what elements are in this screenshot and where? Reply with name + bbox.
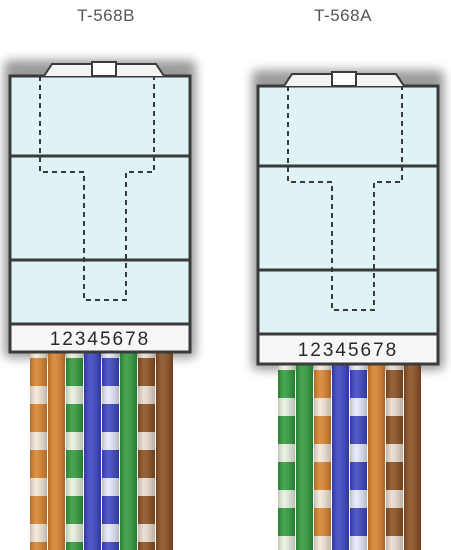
wire-pin-3 bbox=[314, 364, 331, 550]
wire-pin-5 bbox=[350, 364, 367, 550]
connector-body bbox=[258, 86, 438, 334]
wire-pin-8-shading bbox=[404, 364, 421, 550]
wire-pin-3-shading bbox=[314, 364, 331, 550]
wire-pin-1 bbox=[278, 364, 295, 550]
wire-pin-5-shading bbox=[102, 352, 119, 550]
wire-pin-1-shading bbox=[30, 352, 47, 550]
connector-t-568a: 12345678 bbox=[252, 70, 444, 550]
wire-pin-6 bbox=[368, 364, 385, 550]
connector-t-568b: 12345678 bbox=[4, 60, 196, 550]
wire-pin-6-shading bbox=[368, 364, 385, 550]
wire-pin-2-shading bbox=[296, 364, 313, 550]
wire-pin-3-shading bbox=[66, 352, 83, 550]
wire-pin-7-shading bbox=[138, 352, 155, 550]
wire-pin-3 bbox=[66, 352, 83, 550]
latch-clip bbox=[332, 72, 356, 86]
wire-pin-4 bbox=[84, 352, 101, 550]
pin-numbers: 12345678 bbox=[50, 329, 151, 350]
wire-pin-2 bbox=[296, 364, 313, 550]
pin-numbers: 12345678 bbox=[298, 340, 399, 361]
wire-pin-1 bbox=[30, 352, 47, 550]
wire-pin-4-shading bbox=[332, 364, 349, 550]
wire-pin-4 bbox=[332, 364, 349, 550]
wire-pin-7 bbox=[386, 364, 403, 550]
wire-pin-6-shading bbox=[120, 352, 137, 550]
wire-pin-7-shading bbox=[386, 364, 403, 550]
connector-body bbox=[10, 76, 190, 324]
latch-clip bbox=[92, 62, 116, 76]
wire-pin-2-shading bbox=[48, 352, 65, 550]
wire-pin-7 bbox=[138, 352, 155, 550]
wire-pin-5 bbox=[102, 352, 119, 550]
wire-pin-8 bbox=[404, 364, 421, 550]
wire-pin-2 bbox=[48, 352, 65, 550]
wire-pin-8-shading bbox=[156, 352, 173, 550]
wire-pin-8 bbox=[156, 352, 173, 550]
wire-pin-1-shading bbox=[278, 364, 295, 550]
wire-pin-5-shading bbox=[350, 364, 367, 550]
wire-pin-6 bbox=[120, 352, 137, 550]
wire-pin-4-shading bbox=[84, 352, 101, 550]
